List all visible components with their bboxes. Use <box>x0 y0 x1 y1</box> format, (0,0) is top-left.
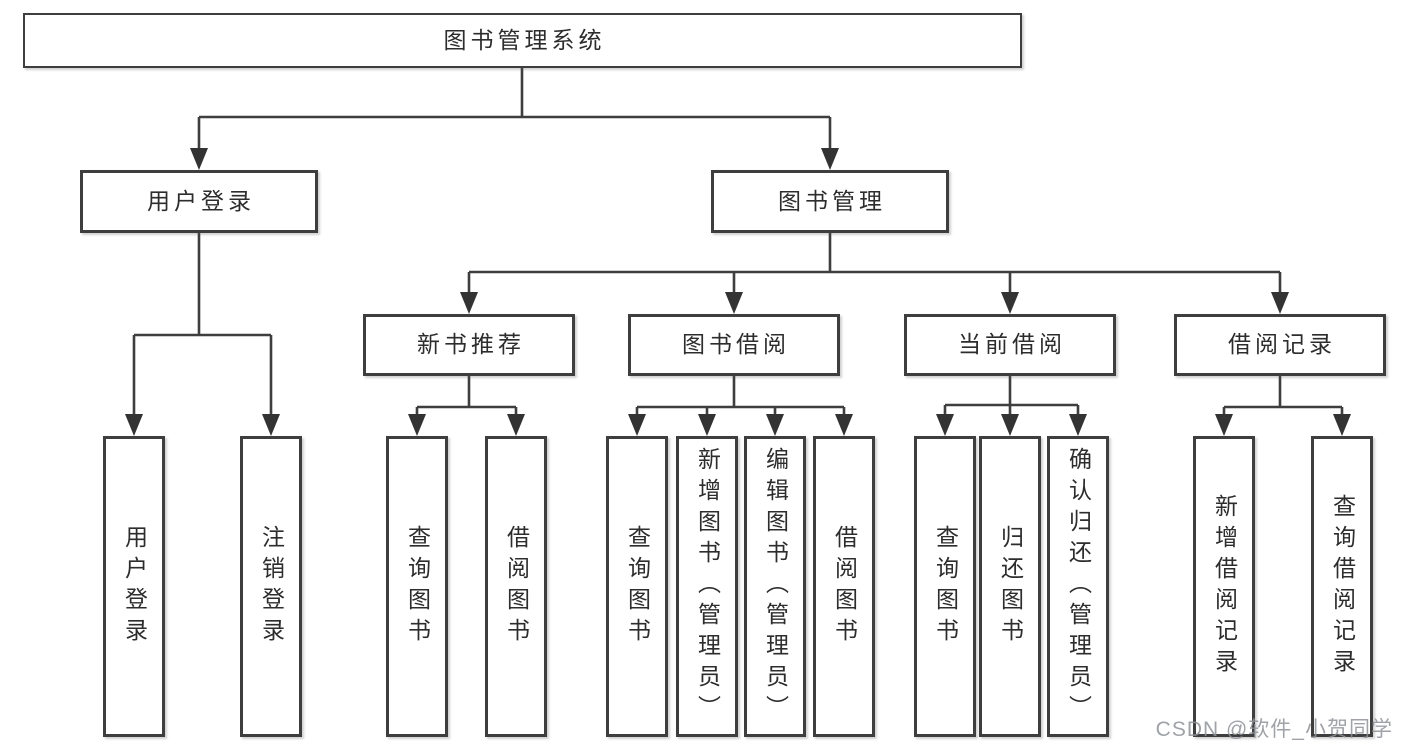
arrow-icon <box>725 292 743 314</box>
arrow-icon <box>1333 414 1351 436</box>
leaf-edit-books-admin: 编辑图书（管理员） <box>744 436 806 737</box>
leaf-logout-login: 注销登录 <box>240 436 302 737</box>
arrow-icon <box>1215 414 1233 436</box>
node-library-management-system: 图书管理系统 <box>23 13 1022 68</box>
node-label: 新增图书（管理员） <box>694 447 721 726</box>
node-label: 新增借阅记录 <box>1211 493 1238 680</box>
leaf-add-books-admin: 新增图书（管理员） <box>676 436 738 737</box>
leaf-return-books: 归还图书 <box>979 436 1041 737</box>
leaf-query-borrow-record: 查询借阅记录 <box>1311 436 1373 737</box>
node-label: 借阅图书 <box>831 524 858 649</box>
node-label: 注销登录 <box>258 524 285 649</box>
node-book-management: 图书管理 <box>711 170 949 233</box>
arrow-icon <box>698 414 716 436</box>
leaf-borrow-books: 借阅图书 <box>813 436 875 737</box>
leaf-user-login: 用户登录 <box>103 436 165 737</box>
node-label: 查询图书 <box>932 524 959 649</box>
leaf-add-borrow-record: 新增借阅记录 <box>1193 436 1255 737</box>
leaf-confirm-return-admin: 确认归还（管理员） <box>1047 436 1109 737</box>
arrow-icon <box>507 414 525 436</box>
connector-userlogin-to-leaves <box>132 233 273 416</box>
node-borrowing-records: 借阅记录 <box>1174 314 1386 376</box>
arrow-icon <box>766 414 784 436</box>
node-label: 用户登录 <box>121 524 148 649</box>
arrow-icon <box>821 148 839 170</box>
node-label: 查询图书 <box>404 524 431 649</box>
arrow-icon <box>1271 292 1289 314</box>
node-label: 图书借阅 <box>682 331 790 358</box>
leaf-query-books-current: 查询图书 <box>914 436 976 737</box>
node-label: 当前借阅 <box>958 331 1066 358</box>
node-label: 用户登录 <box>147 187 255 214</box>
node-label: 编辑图书（管理员） <box>762 447 789 726</box>
arrow-icon <box>1001 414 1019 436</box>
connector-records-to-leaves <box>1222 376 1344 416</box>
node-label: 新书推荐 <box>417 331 525 358</box>
arrow-icon <box>835 414 853 436</box>
node-user-login: 用户登录 <box>80 170 318 233</box>
arrow-icon <box>628 414 646 436</box>
node-label: 借阅记录 <box>1228 331 1336 358</box>
node-current-borrowing: 当前借阅 <box>904 314 1116 376</box>
arrow-icon <box>460 292 478 314</box>
node-label: 借阅图书 <box>503 524 530 649</box>
node-label: 查询图书 <box>624 524 651 649</box>
arrow-icon <box>408 414 426 436</box>
node-label: 图书管理 <box>778 187 886 214</box>
connector-root-to-level2 <box>197 68 832 150</box>
node-book-borrowing: 图书借阅 <box>628 314 840 376</box>
arrow-icon <box>190 148 208 170</box>
node-new-book-recommendation: 新书推荐 <box>363 314 575 376</box>
arrow-icon <box>125 414 143 436</box>
connector-newbook-to-leaves <box>415 376 518 416</box>
node-label: 归还图书 <box>997 524 1024 649</box>
connector-current-to-leaves <box>943 376 1080 416</box>
leaf-borrow-books-recommend: 借阅图书 <box>485 436 547 737</box>
arrow-icon <box>936 414 954 436</box>
node-label: 确认归还（管理员） <box>1065 447 1092 726</box>
leaf-query-books-recommend: 查询图书 <box>386 436 448 737</box>
node-label: 查询借阅记录 <box>1329 493 1356 680</box>
connector-bookmgmt-to-level3 <box>467 233 1282 294</box>
csdn-watermark: CSDN @软件_小贺同学 <box>1155 718 1393 741</box>
leaf-query-books-borrowing: 查询图书 <box>606 436 668 737</box>
arrow-icon <box>1001 292 1019 314</box>
connector-borrow-to-leaves <box>635 376 846 416</box>
arrow-icon <box>1069 414 1087 436</box>
node-label: 图书管理系统 <box>443 26 606 53</box>
arrow-icon <box>262 414 280 436</box>
arrowheads <box>125 148 1351 436</box>
